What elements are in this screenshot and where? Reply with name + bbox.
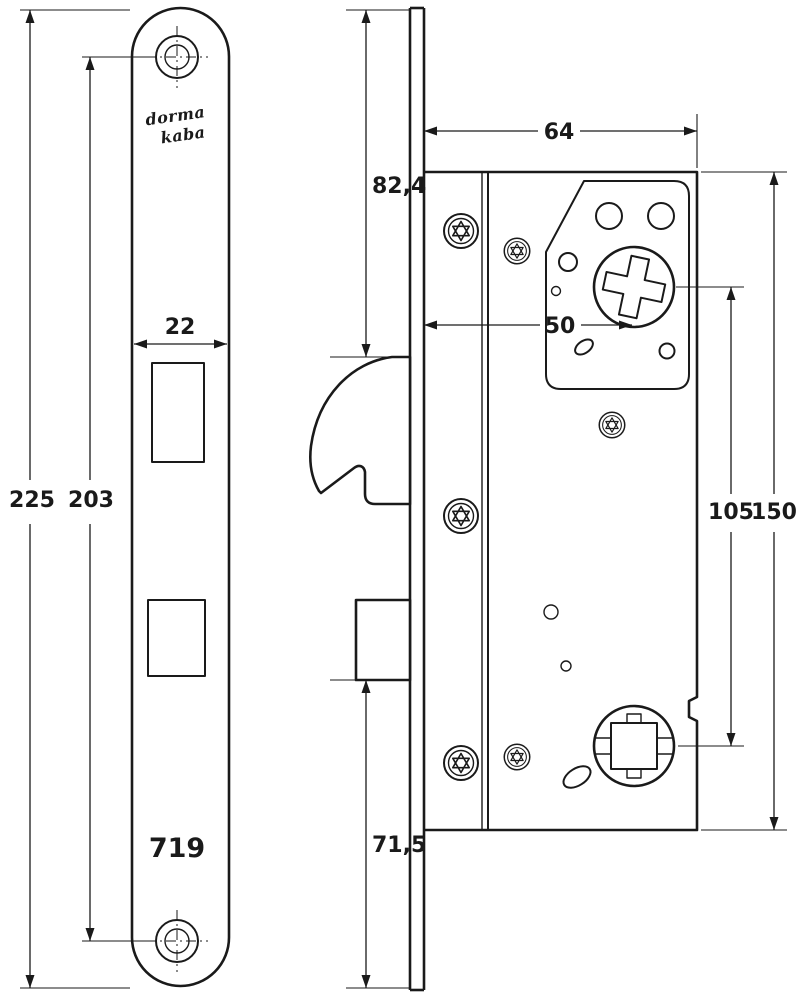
dim-label-fixing-hole-spacing: 203 <box>68 488 114 513</box>
torx-screw-icon <box>443 213 479 249</box>
hole <box>550 285 562 297</box>
dim-label-case-depth: 64 <box>544 120 575 145</box>
dimension-faceplate-width: 22 <box>134 315 227 349</box>
arrowhead <box>769 172 779 185</box>
torx-screw-icon <box>503 743 531 771</box>
case-outline <box>424 170 699 832</box>
deadbolt <box>354 598 412 682</box>
slot-upper <box>574 338 594 356</box>
cylinder-hole <box>592 245 676 329</box>
slot-lower <box>562 765 592 789</box>
arrowhead <box>726 733 736 746</box>
arrowhead <box>769 817 779 830</box>
dim-label-faceplate-width: 22 <box>165 315 196 340</box>
arrowhead <box>361 975 371 988</box>
hole <box>560 660 572 672</box>
dimension-overall-height: 225 <box>9 9 130 989</box>
follower-nub <box>626 768 642 779</box>
arrowhead <box>726 287 736 300</box>
follower-ring <box>592 704 676 788</box>
arrowhead <box>424 320 437 330</box>
cylinder-cross-profile <box>601 254 667 320</box>
torx-screw-icon <box>443 498 479 534</box>
dimension-deadbolt-to-bottom: 71,5 <box>330 679 426 989</box>
forend-side-view <box>308 6 426 992</box>
arrowhead <box>361 680 371 693</box>
arrowhead <box>684 126 697 136</box>
torx-screw-icon <box>503 237 531 265</box>
torx-screw-icon <box>598 411 626 439</box>
dimension-cylinder-to-follower: 105 <box>676 286 754 747</box>
brand-logo: dorma kaba <box>144 102 206 147</box>
arrowhead <box>85 57 95 70</box>
lock-case-side-view <box>424 170 699 832</box>
arrowhead <box>85 928 95 941</box>
arrowhead <box>361 344 371 357</box>
hole <box>595 202 623 230</box>
dim-label-top-to-latch: 82,4 <box>372 174 426 199</box>
faceplate-outline <box>130 6 231 988</box>
arrowhead <box>25 975 35 988</box>
arrowhead <box>134 339 147 349</box>
arrowhead <box>619 320 632 330</box>
follower-nub <box>626 713 642 724</box>
arrowhead <box>25 10 35 23</box>
dim-label-deadbolt-to-bottom: 71,5 <box>372 833 426 858</box>
faceplate-front-view: dorma kaba 719 <box>130 6 231 988</box>
model-number: 719 <box>149 833 205 864</box>
fixing-screw-hole-top <box>145 25 209 89</box>
cylinder-ring <box>592 245 676 329</box>
dimension-top-to-latch: 82,4 <box>330 9 426 358</box>
dimension-backset: 50 <box>424 314 632 339</box>
dim-label-cylinder-to-follower: 105 <box>708 500 754 525</box>
arrowhead <box>424 126 437 136</box>
dimension-fixing-hole-spacing: 203 <box>68 56 150 942</box>
arrowhead <box>361 10 371 23</box>
dim-label-backset: 50 <box>545 314 576 339</box>
spindle-follower <box>592 704 676 788</box>
hole <box>658 342 676 360</box>
deadbolt-cutout <box>147 599 206 677</box>
hole <box>647 202 675 230</box>
arrowhead <box>214 339 227 349</box>
latch-bolt <box>308 355 412 506</box>
torx-screw-icon <box>443 745 479 781</box>
cylinder-mounting-plate <box>545 180 690 390</box>
hole <box>543 604 559 620</box>
dimension-case-height: 150 <box>701 171 797 831</box>
follower-square-hole <box>610 722 658 770</box>
dimension-case-depth: 64 <box>424 114 698 168</box>
dim-label-overall-height: 225 <box>9 488 55 513</box>
fixing-screw-hole-bottom <box>145 909 209 973</box>
dim-label-case-height: 150 <box>751 500 797 525</box>
latch-cutout <box>151 362 205 463</box>
hole <box>558 252 578 272</box>
